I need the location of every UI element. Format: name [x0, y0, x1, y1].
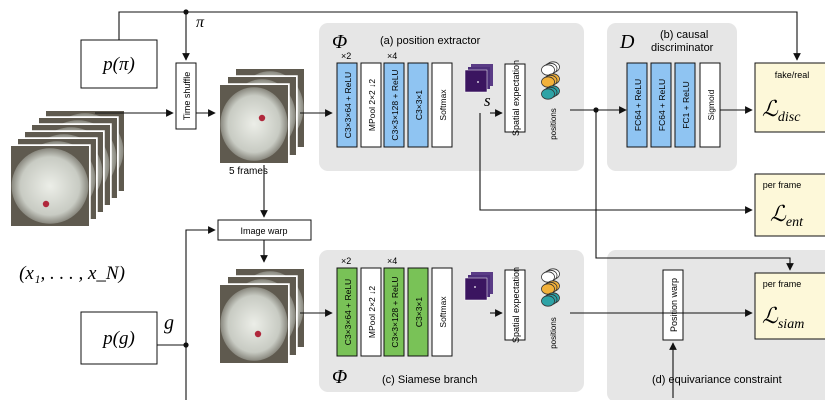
extractor-layer-3: C3×3×1 — [407, 62, 429, 148]
position-token — [541, 295, 555, 307]
extractor-title: (a) position extractor — [380, 35, 481, 47]
warped-frames-stack — [218, 267, 306, 365]
loss-ent-symbol: ℒent — [770, 201, 804, 230]
discriminator-title-1: (b) causal — [660, 29, 708, 41]
phi-symbol-top: Φ — [332, 31, 347, 53]
siamese-layer-0: C3×3×64 + ReLU — [336, 267, 358, 357]
extractor-layer-1: MPool 2×2 ↓2 — [360, 62, 382, 148]
positions-top-label: positions — [549, 108, 558, 140]
frames-caption: 5 frames — [229, 166, 268, 177]
g-symbol: g — [164, 312, 174, 334]
spatial-expectation-top-box — [504, 63, 526, 133]
d-symbol: D — [619, 31, 635, 53]
loss-ent-tag: per frame — [763, 180, 802, 190]
loss-disc-symbol: ℒdisc — [762, 96, 801, 125]
sequence-label: (x₁, . . . , x_N) — [19, 263, 125, 284]
input-frames-stack — [9, 109, 126, 228]
svg-text:C3×3×1: C3×3×1 — [414, 297, 424, 328]
image-warp-label: Image warp — [240, 226, 287, 236]
svg-text:Softmax: Softmax — [438, 89, 448, 121]
position-token — [541, 88, 555, 100]
prior-pi-box — [80, 39, 158, 89]
prior-g-box — [80, 311, 158, 365]
siamese-layer-3: C3×3×1 — [407, 267, 429, 357]
discriminator-layer-3: Sigmoid — [699, 62, 721, 148]
shuffled-frame — [218, 83, 290, 165]
s-symbol: s — [484, 91, 491, 110]
loss-disc-box — [754, 62, 825, 133]
position-tokens-top — [541, 61, 560, 100]
equivariance-title: (d) equivariance constraint — [652, 374, 782, 386]
loss-disc-tag: fake/real — [775, 70, 810, 80]
extractor-layers: C3×3×64 + ReLU MPool 2×2 ↓2 C3×3×128 + ReL… — [336, 62, 453, 148]
loss-siam-box — [754, 272, 825, 340]
input-frame — [9, 144, 91, 228]
svg-text:C3×3×64 + ReLU: C3×3×64 + ReLU — [343, 72, 353, 138]
siamese-layers: C3×3×64 + ReLU MPool 2×2 ↓2 C3×3×128 + ReL… — [336, 267, 453, 357]
connectors — [95, 11, 801, 400]
heatmap-stack-top — [464, 64, 493, 93]
discriminator-layers: FC64 + ReLU FC64 + ReLU FC1 + ReLU Sigmoid — [626, 62, 721, 148]
svg-text:C3×3×128 + ReLU: C3×3×128 + ReLU — [390, 276, 400, 347]
siamese-rep-x2: ×2 — [341, 256, 351, 266]
loss-siam-symbol: ℒsiam — [762, 303, 804, 332]
warped-frame — [218, 283, 290, 365]
siamese-layer-2: C3×3×128 + ReLU — [383, 267, 405, 357]
spatial-expectation-bottom-label: Spatial expectation — [511, 267, 521, 343]
svg-text:Sigmoid: Sigmoid — [706, 89, 716, 120]
svg-text:FC1 + ReLU: FC1 + ReLU — [681, 81, 691, 128]
heatmap-stack-bottom — [464, 272, 493, 301]
svg-text:FC64 + ReLU: FC64 + ReLU — [633, 79, 643, 131]
siamese-title: (c) Siamese branch — [382, 374, 477, 386]
extractor-layer-4: Softmax — [431, 62, 453, 148]
discriminator-title-2: discriminator — [651, 42, 714, 54]
spatial-expectation-bottom-box — [504, 269, 526, 341]
time-shuffle-label: Time shuffle — [182, 72, 192, 121]
prior-g-label: p(g) — [101, 328, 135, 349]
positions-bottom-label: positions — [549, 317, 558, 349]
loss-ent-box — [754, 173, 825, 237]
extractor-layer-0: C3×3×64 + ReLU — [336, 62, 358, 148]
loss-siam-tag: per frame — [763, 279, 802, 289]
position-warp-label: Position warp — [669, 278, 679, 332]
discriminator-layer-1: FC64 + ReLU — [650, 62, 672, 148]
svg-text:C3×3×1: C3×3×1 — [414, 90, 424, 121]
time-shuffle-box — [175, 62, 197, 130]
discriminator-layer-2: FC1 + ReLU — [674, 62, 696, 148]
position-tokens-bottom — [541, 268, 560, 307]
pi-symbol: π — [196, 14, 205, 31]
svg-text:C3×3×64 + ReLU: C3×3×64 + ReLU — [343, 279, 353, 345]
phi-symbol-bottom: Φ — [332, 366, 347, 388]
siamese-rep-x4: ×4 — [387, 256, 397, 266]
prior-pi-label: p(π) — [101, 54, 135, 75]
svg-text:MPool 2×2 ↓2: MPool 2×2 ↓2 — [367, 79, 377, 131]
extractor-rep-x4: ×4 — [387, 51, 397, 61]
position-warp-box — [662, 269, 684, 341]
siamese-layer-4: Softmax — [431, 267, 453, 357]
svg-text:MPool 2×2 ↓2: MPool 2×2 ↓2 — [367, 286, 377, 338]
svg-text:FC64 + ReLU: FC64 + ReLU — [657, 79, 667, 131]
svg-text:C3×3×128 + ReLU: C3×3×128 + ReLU — [390, 69, 400, 140]
svg-text:Softmax: Softmax — [438, 296, 448, 328]
extractor-rep-x2: ×2 — [341, 51, 351, 61]
shuffled-frames-stack — [218, 67, 306, 165]
extractor-layer-2: C3×3×128 + ReLU — [383, 62, 405, 148]
discriminator-layer-0: FC64 + ReLU — [626, 62, 648, 148]
junction-dots — [183, 9, 599, 348]
spatial-expectation-top-label: Spatial expectation — [511, 60, 521, 136]
siamese-layer-1: MPool 2×2 ↓2 — [360, 267, 382, 357]
